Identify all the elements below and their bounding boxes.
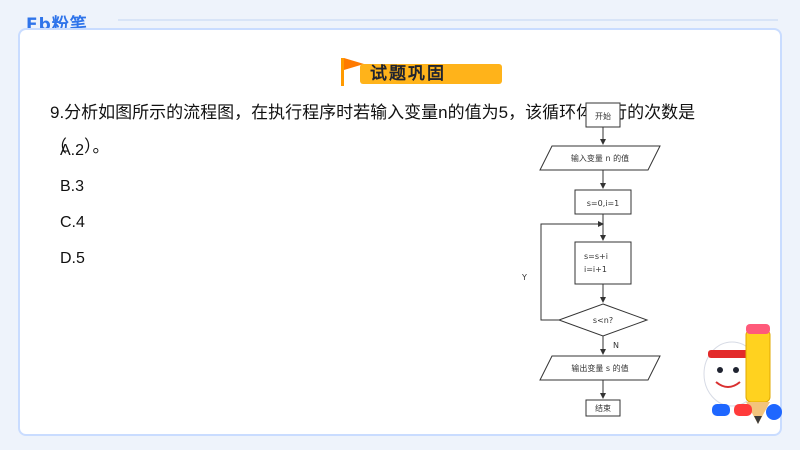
flow-input-box [539, 145, 661, 171]
pencil-mascot-icon [703, 324, 782, 424]
flow-start-label: 开始 [595, 111, 611, 121]
section-title: 试题巩固 [370, 64, 446, 84]
flow-output-label: 输出变量 s 的值 [571, 363, 628, 373]
flow-condition-label: s<n? [593, 316, 613, 325]
flow-end-box [585, 399, 621, 417]
flow-no-label: N [613, 341, 619, 350]
section-badge: 试题巩固 [338, 54, 503, 88]
option-d[interactable]: D.5 [60, 250, 85, 267]
question-card: 试题巩固 9.分析如图所示的流程图，在执行程序时若输入变量n的值为5，该循环体执… [18, 28, 782, 436]
flow-start-box [585, 102, 621, 128]
question-line-2: （ ）。 [50, 137, 110, 156]
question-text: 9.分析如图所示的流程图，在执行程序时若输入变量n的值为5，该循环体执行的次数是… [50, 96, 790, 164]
flag-icon [341, 58, 364, 86]
option-b[interactable]: B.3 [60, 178, 85, 195]
badge-bar [360, 64, 502, 84]
option-a[interactable]: A.2 [60, 142, 85, 159]
flow-body-box [574, 241, 632, 285]
header-divider [118, 19, 778, 21]
flow-init-label: s=0,i=1 [587, 199, 620, 208]
flow-input-label: 输入变量 n 的值 [571, 153, 629, 163]
flow-body-line-2: i=i+1 [584, 265, 607, 274]
flow-end-label: 结束 [595, 403, 611, 413]
flow-body-line-1: s=s+i [584, 252, 608, 261]
flowchart: 开始 输入变量 n 的值 s=0,i=1 s=s+i i=i+1 s<n? Y … [521, 102, 661, 417]
question-line-1: 9.分析如图所示的流程图，在执行程序时若输入变量n的值为5，该循环体执行的次数是 [50, 103, 696, 122]
option-c[interactable]: C.4 [60, 214, 85, 231]
flow-output-box [539, 355, 661, 381]
flow-yes-label: Y [521, 273, 527, 282]
